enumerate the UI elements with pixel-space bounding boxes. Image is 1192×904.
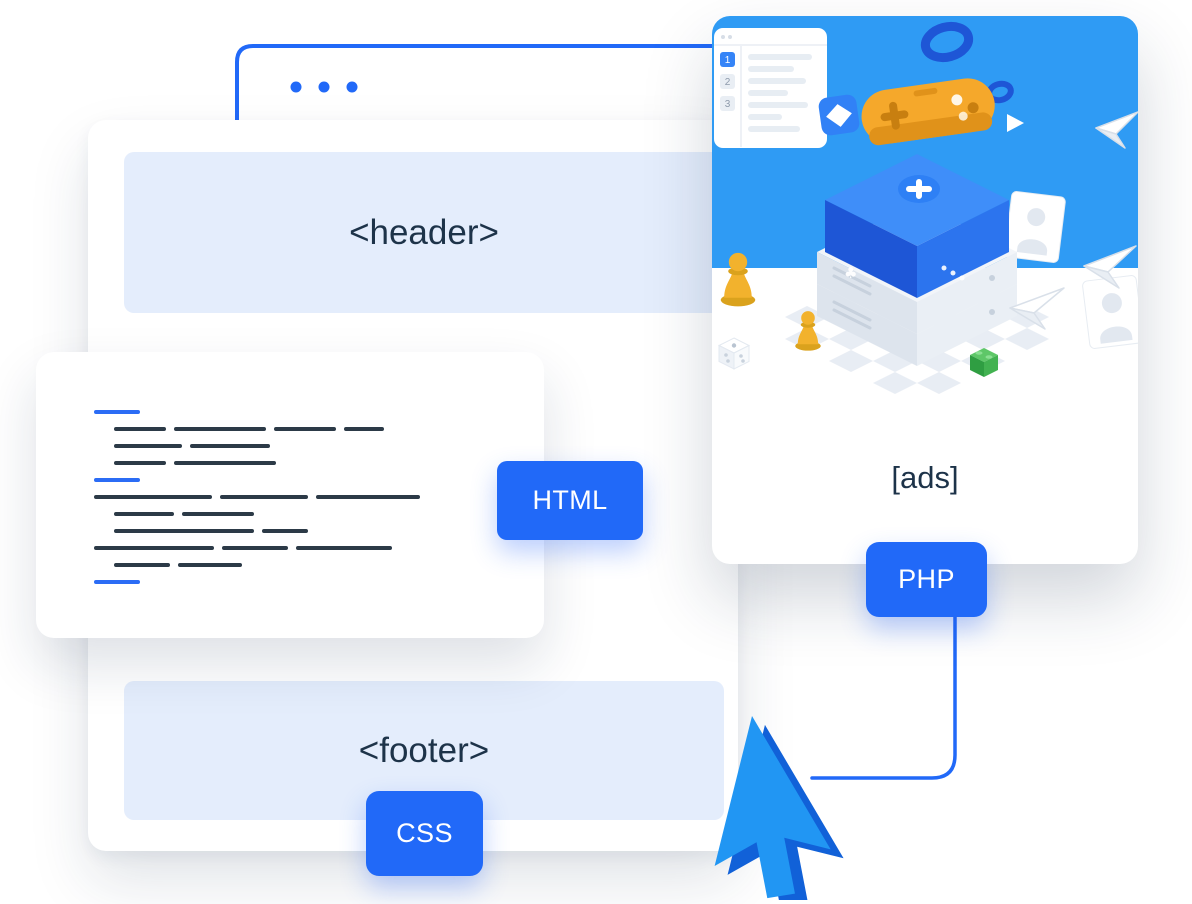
dice-icon bbox=[717, 337, 751, 370]
browser-dot bbox=[346, 81, 358, 93]
footer-placeholder: <footer> bbox=[124, 681, 724, 820]
chess-pawn-icon bbox=[720, 252, 756, 307]
code-snippet-card bbox=[36, 352, 544, 638]
code-line bbox=[94, 421, 544, 438]
css-badge: CSS bbox=[366, 791, 483, 876]
mini-browser-card: 1 2 3 bbox=[714, 28, 827, 148]
paper-plane-icon bbox=[1009, 287, 1065, 330]
code-lines bbox=[94, 404, 544, 591]
mini-browser-dot bbox=[728, 35, 732, 39]
controller-button bbox=[958, 111, 968, 121]
code-line bbox=[94, 523, 544, 540]
html-badge: HTML bbox=[497, 461, 643, 540]
code-line bbox=[94, 574, 544, 591]
php-badge: PHP bbox=[866, 542, 987, 617]
code-line bbox=[94, 455, 544, 472]
browser-dot bbox=[290, 81, 302, 93]
code-line bbox=[94, 438, 544, 455]
server-vents bbox=[832, 266, 872, 330]
mini-browser-dot bbox=[721, 35, 725, 39]
game-brick-icon bbox=[970, 348, 998, 377]
list-text-bars bbox=[748, 54, 812, 132]
ads-label: [ads] bbox=[891, 460, 959, 495]
list-number: 1 bbox=[725, 55, 731, 66]
paper-plane-icon bbox=[1095, 111, 1138, 149]
controller-button bbox=[967, 102, 979, 114]
code-line bbox=[94, 557, 544, 574]
code-line bbox=[94, 506, 544, 523]
chess-pawn-icon bbox=[795, 311, 821, 351]
server-dots bbox=[941, 265, 965, 281]
ads-panel-card: 1 2 3 bbox=[712, 16, 1138, 564]
footer-label: <footer> bbox=[358, 730, 490, 770]
header-placeholder: <header> bbox=[124, 152, 724, 313]
game-controller-icon bbox=[861, 78, 995, 146]
browser-dot bbox=[318, 81, 330, 93]
controller-button bbox=[951, 94, 963, 106]
diamond-badge-icon bbox=[818, 94, 860, 136]
play-triangle-icon bbox=[1007, 114, 1024, 132]
list-number: 3 bbox=[725, 99, 731, 110]
dpad-icon bbox=[880, 101, 909, 130]
coin-ring-icon bbox=[920, 21, 974, 63]
list-number: 2 bbox=[725, 77, 731, 88]
game-hosting-illustration: 1 2 3 bbox=[712, 16, 1138, 394]
code-line bbox=[94, 404, 544, 421]
code-line bbox=[94, 489, 544, 506]
code-line bbox=[94, 472, 544, 489]
server-stack: ♣ bbox=[817, 154, 1017, 366]
photo-card bbox=[1004, 191, 1066, 263]
code-line bbox=[94, 540, 544, 557]
photo-card bbox=[1082, 275, 1138, 349]
php-connector-line bbox=[810, 610, 957, 780]
header-label: <header> bbox=[349, 212, 499, 252]
paper-plane-icon bbox=[1083, 245, 1137, 289]
plus-button-icon bbox=[898, 175, 940, 203]
club-suit-icon: ♣ bbox=[844, 264, 857, 282]
